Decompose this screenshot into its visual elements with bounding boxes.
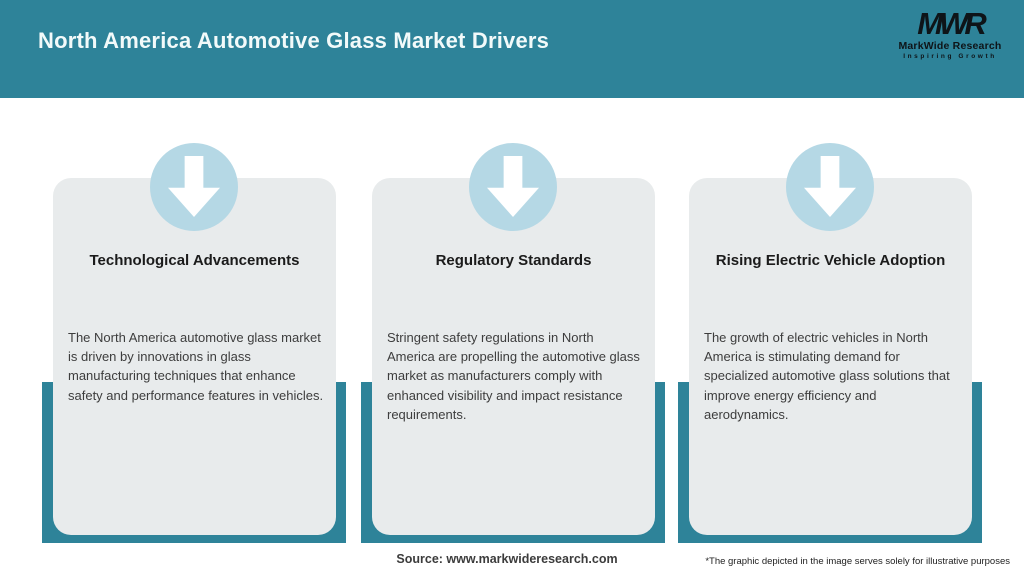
- logo-monogram-icon: MWR: [917, 6, 986, 41]
- brand-logo: MWR MarkWide Research Inspiring Growth: [890, 8, 1010, 60]
- driver-card: Rising Electric Vehicle Adoption The gro…: [689, 178, 972, 535]
- driver-card: Regulatory Standards Stringent safety re…: [372, 178, 655, 535]
- driver-card-group-ev-adoption: Rising Electric Vehicle Adoption The gro…: [678, 143, 982, 543]
- arrow-badge: [469, 143, 557, 231]
- card-title: Rising Electric Vehicle Adoption: [715, 252, 946, 269]
- header-bar: North America Automotive Glass Market Dr…: [0, 0, 1024, 98]
- source-text: Source: www.markwideresearch.com: [396, 552, 618, 566]
- driver-card-group-regulatory: Regulatory Standards Stringent safety re…: [361, 143, 665, 543]
- disclaimer-text: *The graphic depicted in the image serve…: [705, 556, 1010, 567]
- driver-card: Technological Advancements The North Ame…: [53, 178, 336, 535]
- logo-tagline: Inspiring Growth: [903, 53, 997, 60]
- arrow-badge: [150, 143, 238, 231]
- card-body: The North America automotive glass marke…: [68, 330, 324, 403]
- card-title: Technological Advancements: [89, 252, 300, 269]
- page-title: North America Automotive Glass Market Dr…: [38, 28, 550, 53]
- down-arrow-icon: [168, 156, 220, 217]
- logo-name: MarkWide Research: [898, 40, 1002, 52]
- card-title: Regulatory Standards: [435, 252, 592, 269]
- driver-card-group-technological: Technological Advancements The North Ame…: [42, 143, 346, 543]
- down-arrow-icon: [487, 156, 539, 217]
- card-body: Stringent safety regulations in North Am…: [387, 330, 640, 422]
- card-body: The growth of electric vehicles in North…: [704, 330, 950, 422]
- down-arrow-icon: [804, 156, 856, 217]
- arrow-badge: [786, 143, 874, 231]
